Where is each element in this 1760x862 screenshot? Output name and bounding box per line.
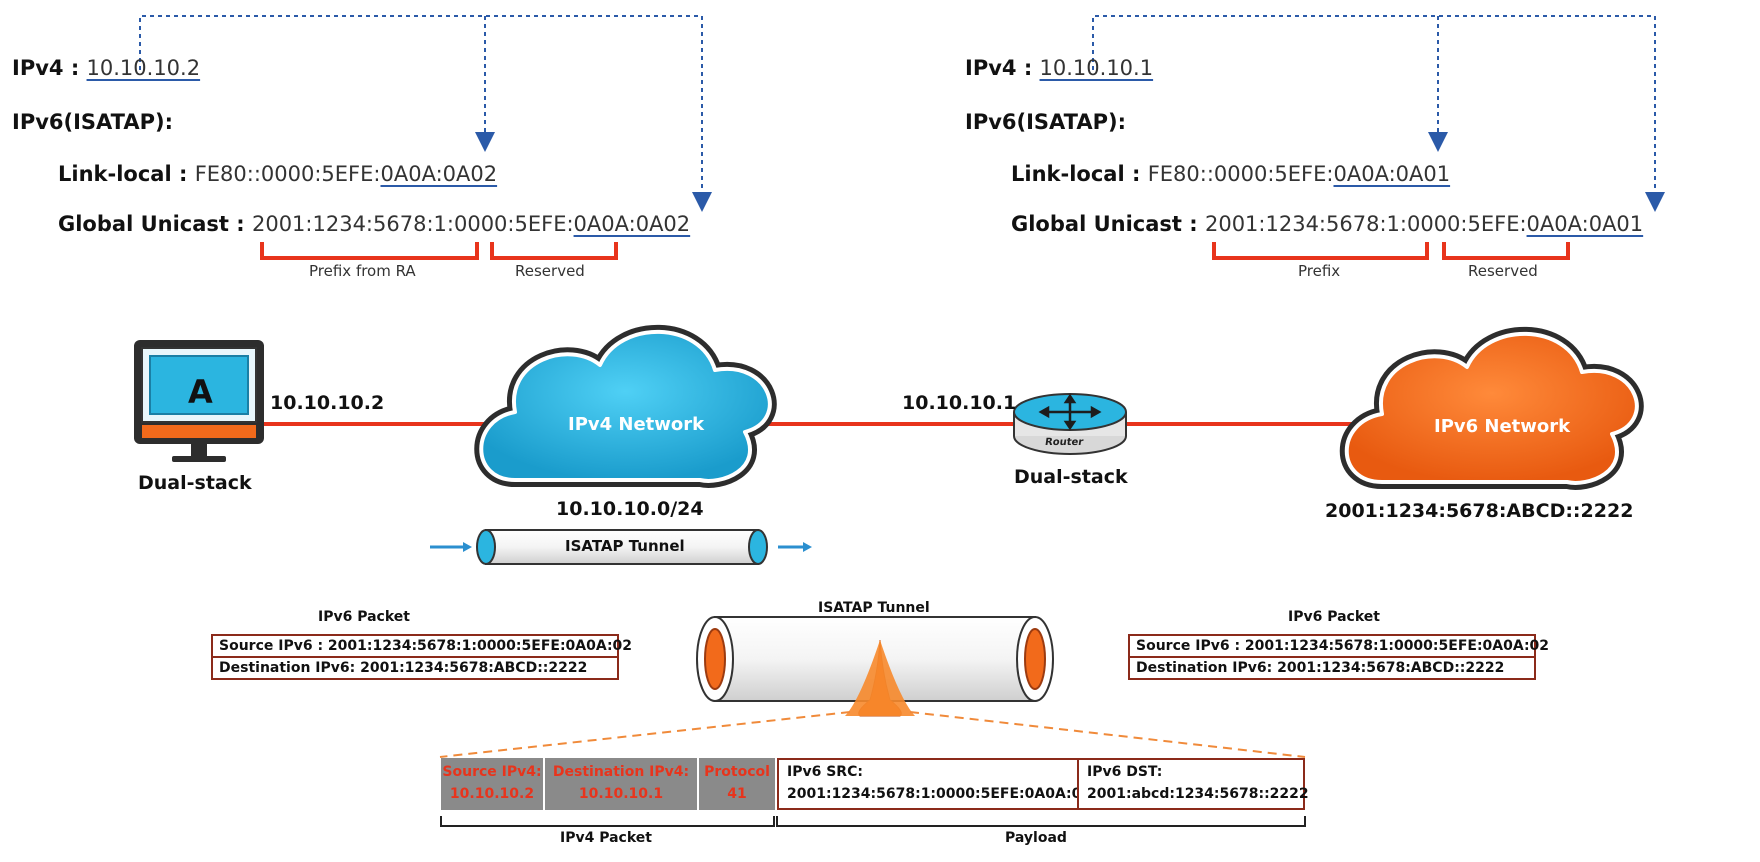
right-global-label: Global Unicast : (1011, 212, 1198, 236)
right-ipv4-line: IPv4 : 10.10.10.1 (965, 56, 1153, 80)
large-tunnel-title: ISATAP Tunnel (818, 600, 930, 616)
right-braces (1212, 242, 1570, 260)
right-link-local-suffix: 0A0A:0A01 (1333, 162, 1451, 186)
right-packet-dst: Destination IPv6: 2001:1234:5678:ABCD::2… (1130, 656, 1534, 678)
ipv6-cloud-icon (1339, 326, 1644, 490)
encap-protocol-cell: Protocol 41 (699, 758, 775, 810)
host-dual-stack-label: Dual-stack (138, 472, 252, 494)
ipv4-subnet-label: 10.10.10.0/24 (556, 498, 704, 520)
left-packet-title: IPv6 Packet (318, 609, 410, 625)
ipv6-network-label: IPv6 Network (1434, 416, 1571, 437)
router-text: Router (1044, 437, 1084, 448)
encap-ipv6-src-label: IPv6 SRC: (787, 764, 863, 780)
right-link-local-line: Link-local : FE80::0000:5EFE:0A0A:0A01 (1011, 162, 1450, 186)
right-connector-lines (1092, 15, 1656, 202)
encap-ipv6-src-value: 2001:1234:5678:1:0000:5EFE:0A0A:02 (787, 786, 1092, 802)
encap-ipv6-dst-value: 2001:abcd:1234:5678::2222 (1087, 786, 1309, 802)
encap-ipv6-dst-label: IPv6 DST: (1087, 764, 1163, 780)
ipv4-packet-label: IPv4 Packet (560, 830, 652, 846)
left-link-local-prefix: FE80::0000:5EFE: (194, 162, 381, 186)
right-global-prefix: 2001:1234:5678:1 (1204, 212, 1400, 236)
left-global-suffix: 0A0A:0A02 (573, 212, 691, 236)
left-brace-reserved-label: Reserved (515, 262, 585, 280)
encap-protocol-value: 41 (727, 786, 747, 802)
small-tunnel-icon (430, 529, 812, 565)
host-letter: A (188, 373, 213, 411)
payload-label: Payload (1005, 830, 1067, 846)
left-connector-lines (139, 15, 703, 202)
encap-src-ipv4-cell: Source IPv4: 10.10.10.2 (441, 758, 543, 810)
left-link-local-suffix: 0A0A:0A02 (380, 162, 498, 186)
right-packet-src: Source IPv6 : 2001:1234:5678:1:0000:5EFE… (1136, 638, 1550, 654)
encap-src-ipv4-label: Source IPv4: (442, 764, 542, 780)
encap-ipv6-src-cell: IPv6 SRC: 2001:1234:5678:1:0000:5EFE:0A0… (777, 758, 1092, 810)
left-ipv6-packet: Source IPv6 : 2001:1234:5678:1:0000:5EFE… (211, 634, 633, 680)
left-packet-src: Source IPv6 : 2001:1234:5678:1:0000:5EFE… (219, 638, 633, 654)
router-ip-label: 10.10.10.1 (902, 392, 1017, 414)
encap-dst-ipv4-value: 10.10.10.1 (578, 786, 664, 802)
right-global-line: Global Unicast : 2001:1234:5678:1:0000:5… (1011, 212, 1643, 236)
encap-dst-ipv4-cell: Destination IPv4: 10.10.10.1 (545, 758, 697, 810)
router-icon (1013, 393, 1127, 455)
left-ipv4-value: 10.10.10.2 (86, 56, 201, 80)
right-ipv6-label: IPv6(ISATAP): (965, 110, 1126, 134)
monitor-icon (134, 340, 264, 462)
right-brace-prefix-label: Prefix (1298, 262, 1341, 280)
left-global-label: Global Unicast : (58, 212, 245, 236)
encap-protocol-label: Protocol (704, 764, 770, 780)
encap-brackets (440, 816, 1306, 827)
left-global-reserved: :0000:5EFE: (446, 212, 574, 236)
right-ipv4-value: 10.10.10.1 (1039, 56, 1154, 80)
left-packet-dst: Destination IPv6: 2001:1234:5678:ABCD::2… (213, 656, 617, 678)
right-global-suffix: 0A0A:0A01 (1526, 212, 1644, 236)
ipv4-network-label: IPv4 Network (568, 414, 705, 435)
router-dual-stack-label: Dual-stack (1014, 466, 1128, 488)
right-brace-reserved-label: Reserved (1468, 262, 1538, 280)
encap-ipv6-dst-cell: IPv6 DST: 2001:abcd:1234:5678::2222 (1077, 758, 1309, 810)
right-ipv4-label: IPv4 : (965, 56, 1033, 80)
ipv6-address-label: 2001:1234:5678:ABCD::2222 (1325, 500, 1634, 522)
left-brace-prefix-label: Prefix from RA (309, 262, 416, 280)
left-link-local-label: Link-local : (58, 162, 188, 186)
left-braces (260, 242, 618, 260)
encap-dst-ipv4-label: Destination IPv4: (552, 764, 690, 780)
left-ipv4-line: IPv4 : 10.10.10.2 (12, 56, 200, 80)
left-ipv4-label: IPv4 : (12, 56, 80, 80)
large-tunnel-icon (696, 616, 1054, 717)
right-packet-title: IPv6 Packet (1288, 609, 1380, 625)
right-link-local-label: Link-local : (1011, 162, 1141, 186)
small-tunnel-label: ISATAP Tunnel (565, 537, 685, 555)
left-global-line: Global Unicast : 2001:1234:5678:1:0000:5… (58, 212, 690, 236)
left-link-local-line: Link-local : FE80::0000:5EFE:0A0A:0A02 (58, 162, 497, 186)
left-global-prefix: 2001:1234:5678:1 (251, 212, 447, 236)
right-global-reserved: :0000:5EFE: (1399, 212, 1527, 236)
right-link-local-prefix: FE80::0000:5EFE: (1147, 162, 1334, 186)
right-ipv6-packet: Source IPv6 : 2001:1234:5678:1:0000:5EFE… (1128, 634, 1550, 680)
encap-src-ipv4-value: 10.10.10.2 (449, 786, 535, 802)
encap-funnel-lines (439, 711, 1306, 758)
host-ip-label: 10.10.10.2 (270, 392, 385, 414)
left-ipv6-label: IPv6(ISATAP): (12, 110, 173, 134)
ipv4-cloud-icon (474, 324, 777, 488)
